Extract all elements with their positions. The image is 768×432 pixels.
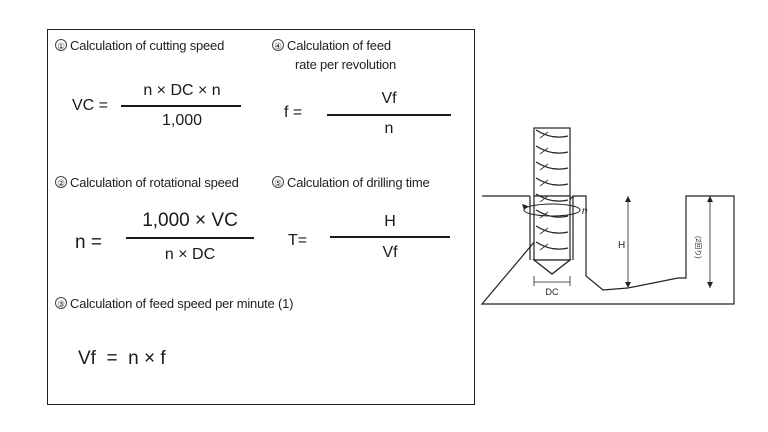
drilling-time-denominator: Vf bbox=[382, 244, 398, 261]
heading-text: Calculation of cutting speed bbox=[70, 38, 225, 53]
heading-number: ⑤ bbox=[272, 176, 284, 188]
heading-number: ② bbox=[55, 176, 67, 188]
workpiece-outline bbox=[480, 195, 735, 305]
feed-per-rev-denominator: n bbox=[384, 120, 394, 137]
drill-diagram: n DC H (2回り) bbox=[478, 118, 740, 308]
cutting-speed-fraction-bar bbox=[121, 105, 241, 107]
rotation-arrowhead bbox=[522, 204, 528, 210]
cutting-speed-numerator: n × DC × n bbox=[143, 82, 221, 99]
formula-panel bbox=[47, 29, 475, 405]
rotational-speed-numerator: 1,000 × VC bbox=[142, 210, 238, 231]
dc-label: DC bbox=[546, 287, 559, 297]
drilling-time-numerator: H bbox=[384, 213, 396, 230]
feed-per-rev-lhs: f = bbox=[284, 104, 303, 121]
rotational-speed-fraction-bar bbox=[126, 237, 254, 239]
heading-number: ③ bbox=[55, 297, 67, 309]
drill-diagram-svg: n DC H (2回り) bbox=[480, 127, 735, 305]
heading-text: Calculation of feed speed per minute (1) bbox=[70, 296, 294, 311]
heading-text: Calculation of rotational speed bbox=[70, 175, 239, 190]
drill-point bbox=[532, 259, 572, 275]
feed-per-rev-numerator: Vf bbox=[381, 90, 397, 107]
drilling-time-fraction-bar bbox=[330, 236, 450, 238]
side-arrow-bottom bbox=[707, 282, 713, 288]
drilling-time-lhs: T= bbox=[288, 232, 308, 249]
heading-number: ① bbox=[55, 39, 67, 51]
drill-hatching bbox=[539, 131, 549, 251]
heading-text: Calculation of drilling time bbox=[287, 175, 430, 190]
drill-flutes bbox=[535, 129, 569, 250]
cutting-speed-denominator: 1,000 bbox=[161, 112, 203, 129]
heading-number: ④ bbox=[272, 39, 284, 51]
depth-arrow-top bbox=[625, 196, 631, 202]
rotational-speed-lhs: n = bbox=[75, 232, 102, 253]
heading-text: Calculation of feed bbox=[287, 38, 391, 53]
side-arrow-top bbox=[707, 196, 713, 202]
feed-per-minute-expression: Vf = n × f bbox=[78, 348, 166, 369]
side-label: (2回り) bbox=[694, 236, 702, 259]
rotational-speed-denominator: n × DC bbox=[164, 246, 216, 263]
cutting-speed-lhs: VC = bbox=[72, 97, 109, 114]
depth-label: H bbox=[618, 240, 625, 251]
feed-per-rev-fraction-bar bbox=[327, 114, 451, 116]
feed-per-rev-heading-line2: rate per revolution bbox=[295, 57, 396, 72]
rotation-label: n bbox=[582, 206, 588, 217]
depth-arrow-bottom bbox=[625, 282, 631, 288]
drill-shank bbox=[533, 127, 571, 197]
